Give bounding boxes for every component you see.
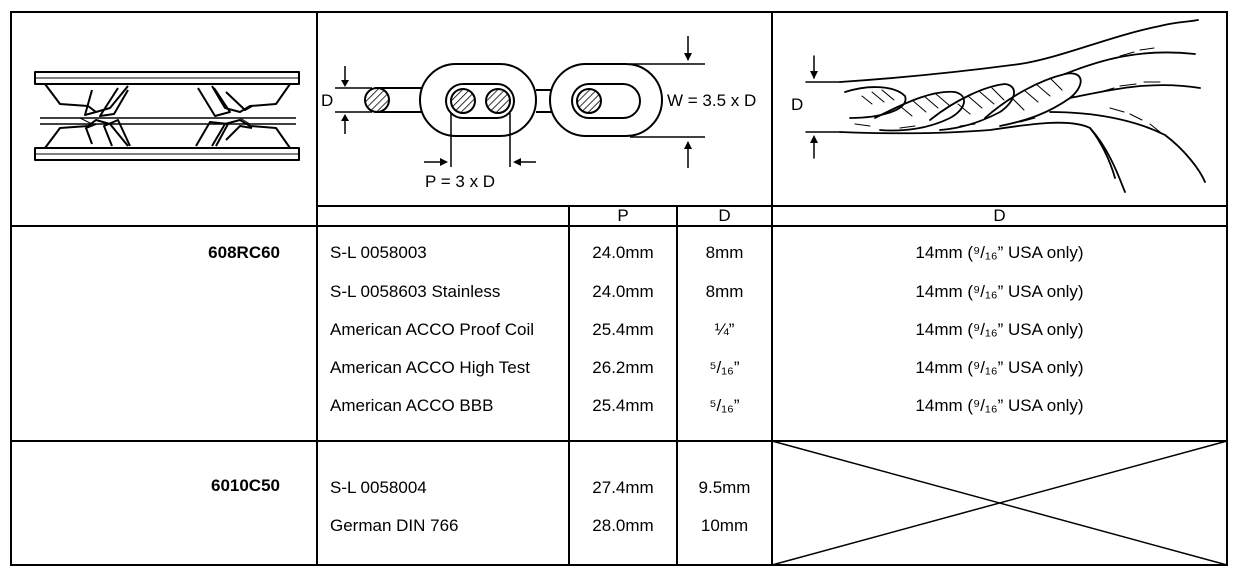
header-d: D <box>718 206 731 225</box>
model-6010c50: 6010C50 <box>210 476 280 495</box>
rope-d-label: D <box>791 95 804 114</box>
chain-d-label: D <box>321 91 334 110</box>
header-p: P <box>617 206 629 225</box>
chain-w-label: W = 3.5 x D <box>667 91 757 110</box>
model-608rc60: 608RC60 <box>208 243 280 262</box>
header-rope-d: D <box>993 206 1006 225</box>
chain-p-label: P = 3 x D <box>425 172 496 191</box>
